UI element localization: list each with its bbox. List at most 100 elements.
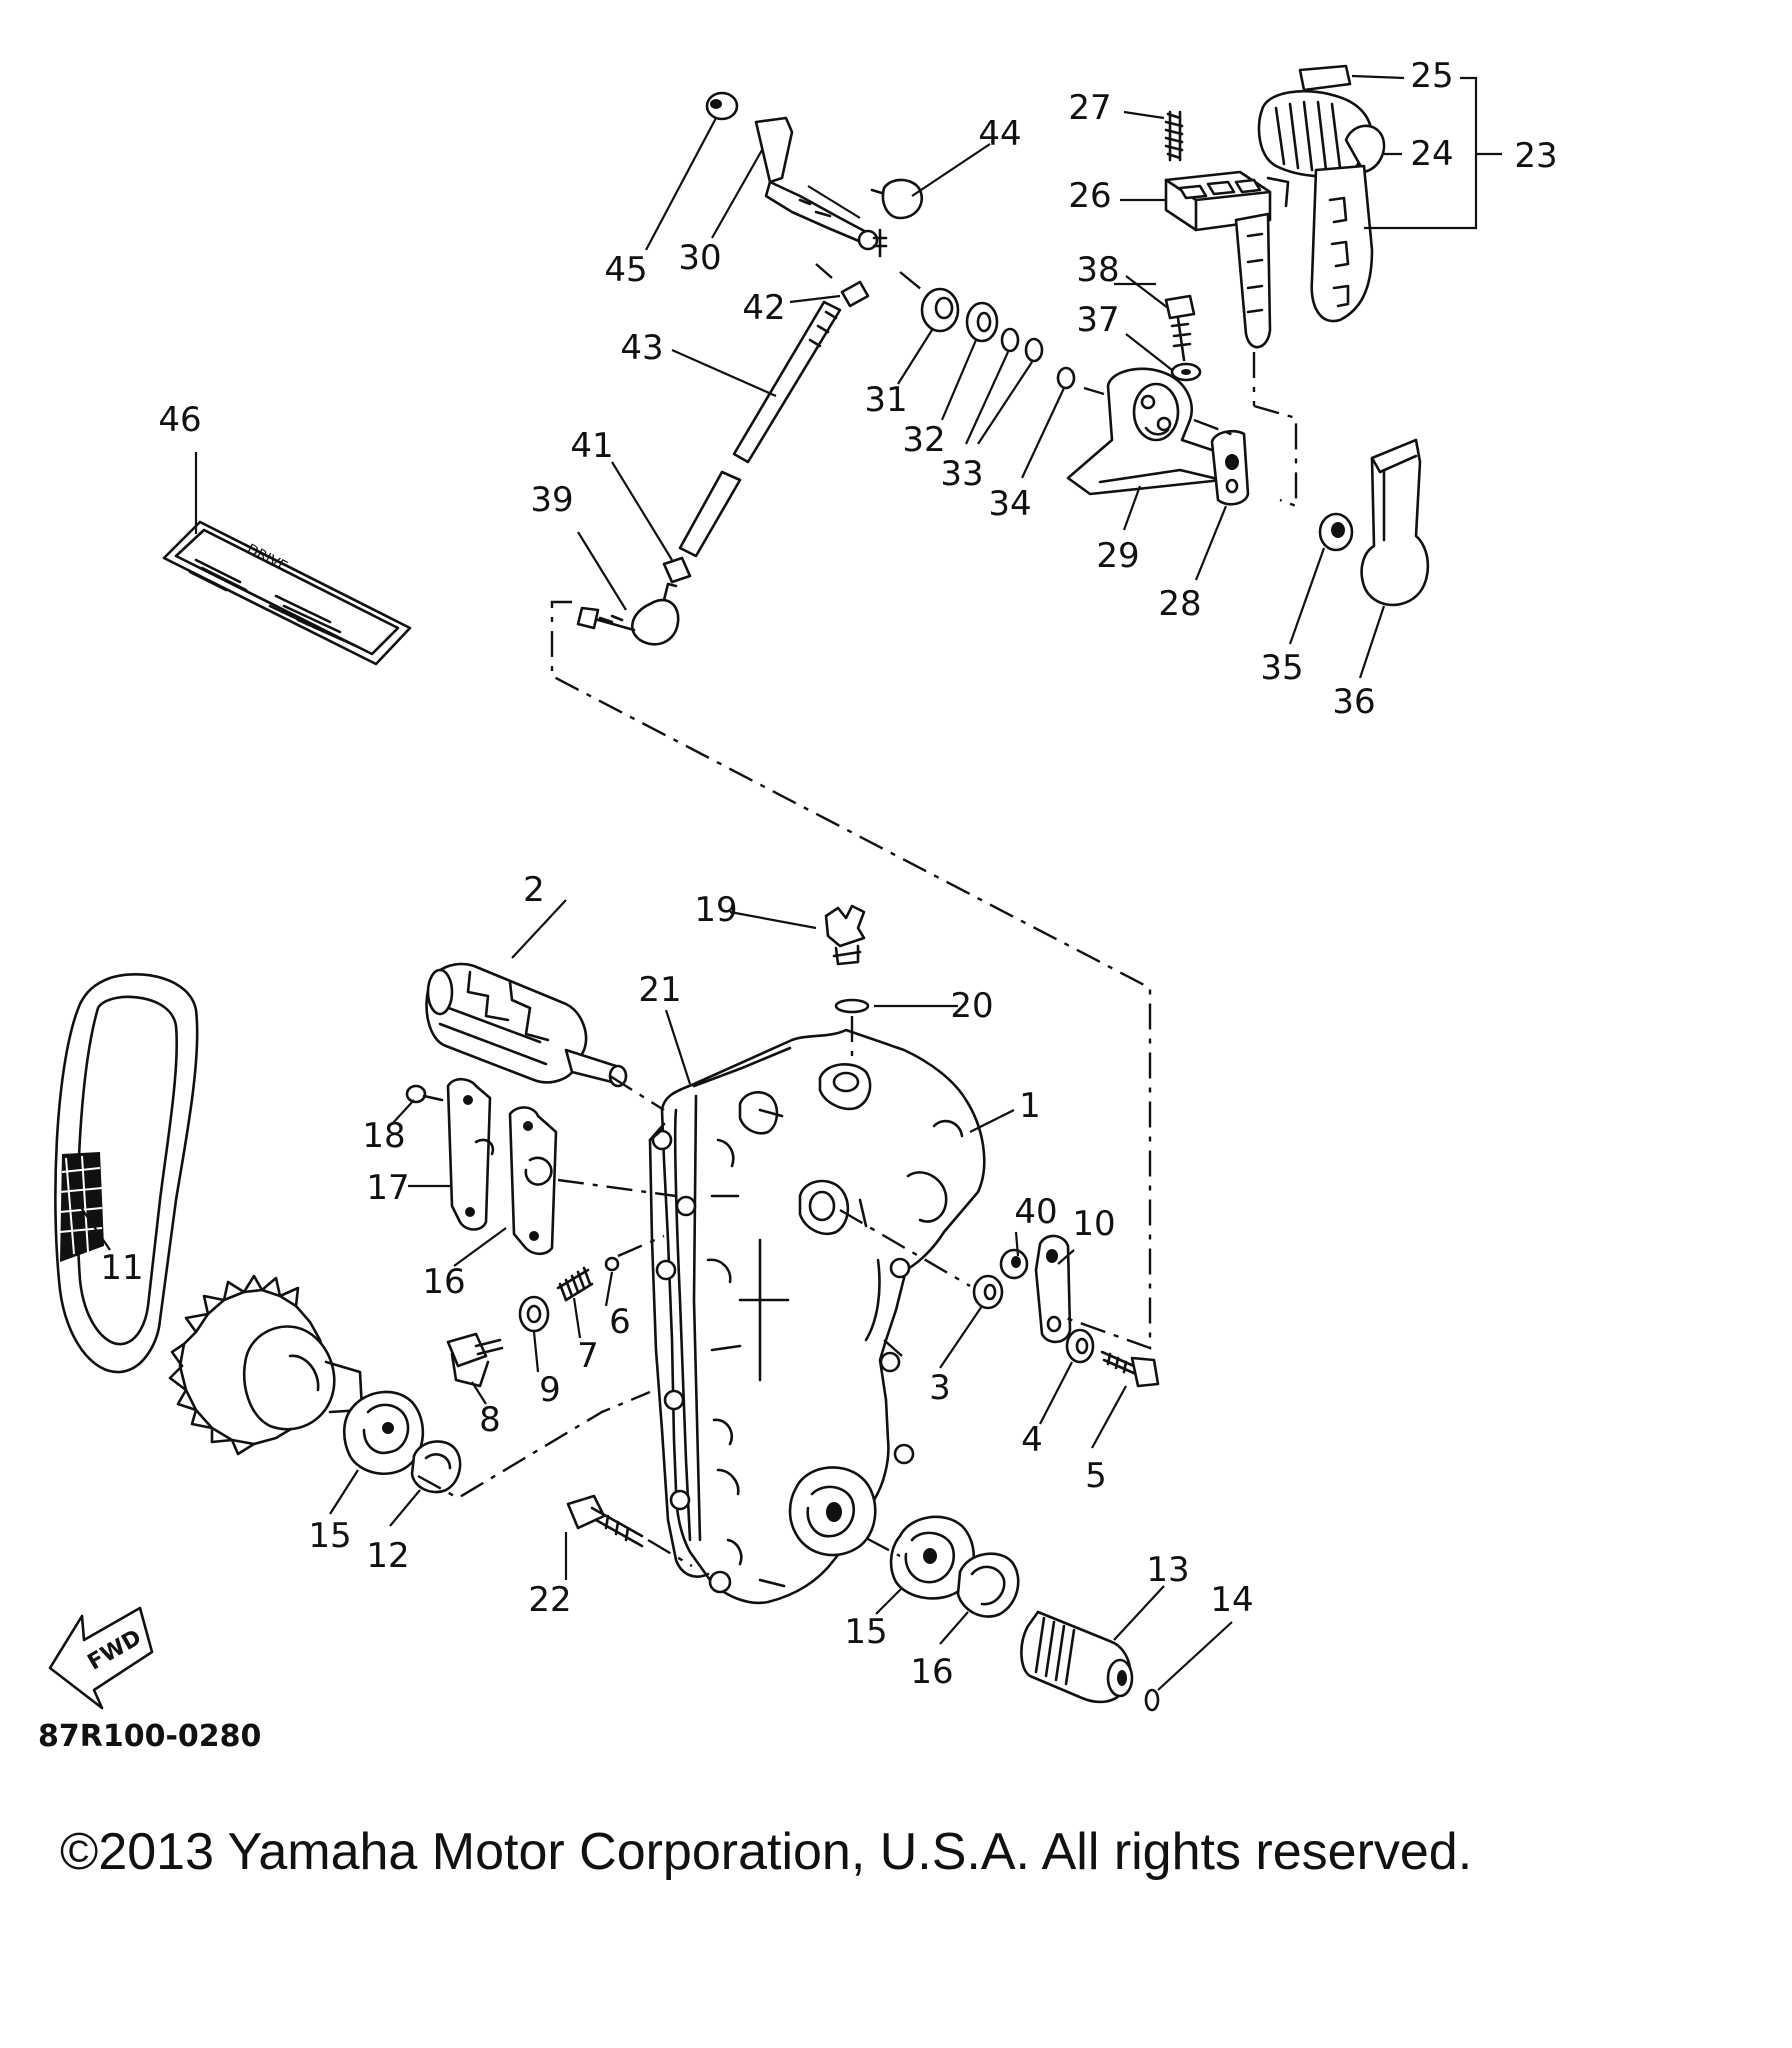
label-7: 7: [577, 1336, 599, 1376]
guide-line: [1253, 404, 1298, 508]
label-43: 42: [742, 288, 785, 328]
label-8: 8: [479, 1400, 501, 1440]
screw-19: [405, 1084, 444, 1104]
shift-rod-44: [678, 300, 842, 558]
guide-line: [557, 1178, 677, 1198]
shift-bracket-30: [1066, 367, 1232, 496]
drive-chain-11: [54, 973, 199, 1374]
label-16: 16: [910, 1652, 953, 1692]
label-24: 23: [1514, 136, 1557, 176]
bolt-23: [566, 1494, 644, 1548]
label-32: 31: [864, 380, 907, 420]
linkage-guide-line: [550, 600, 1152, 1350]
label-20: 19: [694, 890, 737, 930]
label-36: 35: [1260, 648, 1303, 688]
label-42: 41: [570, 426, 613, 466]
guide-line: [899, 271, 923, 291]
washer-3: [972, 1274, 1004, 1310]
bolt-5: [1100, 1350, 1160, 1388]
label-39: 38: [1076, 250, 1119, 290]
washer-9: [518, 1295, 550, 1333]
label-15-right: 15: [844, 1612, 887, 1652]
o-ring-21: [834, 998, 870, 1014]
spring-7: [556, 1266, 594, 1302]
fwd-arrow-icon: FWD: [48, 1606, 154, 1710]
cover-37: [1360, 438, 1430, 607]
label-15-left: 15: [308, 1516, 351, 1556]
label-33: 32: [902, 420, 945, 460]
label-26: [1298, 64, 1352, 92]
washer-38: [1170, 362, 1202, 382]
guide-line: [815, 263, 833, 279]
label-12: 12: [366, 1536, 409, 1576]
sprocket: [168, 1274, 364, 1456]
washer-4: [1065, 1328, 1095, 1364]
label-35: 34: [988, 484, 1031, 524]
collar-36: [1318, 512, 1354, 552]
shift-linkage-assembly: [576, 64, 1430, 646]
guide-line: [865, 1536, 901, 1558]
guide-line: [617, 1234, 665, 1258]
label-44: 43: [620, 328, 663, 368]
bushing-43: [840, 280, 870, 308]
label-25: 24: [1410, 134, 1453, 174]
bolt-8: [446, 1332, 504, 1388]
shift-drum-2: [425, 962, 628, 1088]
label-37: 36: [1332, 682, 1375, 722]
plate-29: [1210, 429, 1250, 506]
label-34: 33: [940, 454, 983, 494]
bolt-39: [1164, 294, 1196, 362]
seal-16: [956, 1552, 1020, 1618]
o-rings-34: [1000, 327, 1044, 363]
decal-47: DRIVE: [162, 520, 412, 666]
label-9: 9: [539, 1370, 561, 1410]
label-31: 30: [678, 238, 721, 278]
output-shaft-13: [1020, 1610, 1134, 1704]
label-3: 3: [929, 1368, 951, 1408]
guide-line: [417, 1390, 651, 1500]
collar-41: [999, 1248, 1029, 1280]
guide-line: [647, 1538, 693, 1568]
label-21: 20: [950, 986, 993, 1026]
plate-17: [508, 1106, 558, 1256]
label-22: 21: [638, 970, 681, 1010]
plate-18: [446, 1077, 495, 1231]
o-ring-14: [1144, 1688, 1160, 1712]
label-38: 37: [1076, 300, 1119, 340]
label-18: 17: [366, 1168, 409, 1208]
ball-joint-40: [576, 582, 680, 646]
collar-32: [920, 287, 960, 333]
ball-6: [604, 1256, 620, 1272]
label-13: 13: [1146, 1550, 1189, 1590]
label-28: 27: [1068, 88, 1111, 128]
label-2: 2: [523, 870, 545, 910]
nut-46: [705, 91, 739, 121]
guide-line: [883, 1339, 903, 1357]
shift-lever-24-assembly: [1257, 89, 1386, 323]
label-1: 1: [1019, 1086, 1041, 1126]
label-11: 11: [100, 1248, 143, 1288]
label-46: 45: [604, 250, 647, 290]
guide-line: [1083, 386, 1105, 396]
label-4: 4: [1021, 1420, 1043, 1460]
part-labels: 25 27 44 24 23 26 30 45 38 42 37 43 46 3…: [100, 56, 1557, 1692]
gasket-22-edge: [648, 1128, 664, 1142]
leader-lines: [79, 74, 1502, 1691]
bearing-15-left: [342, 1390, 425, 1475]
label-6: 6: [609, 1302, 631, 1342]
label-27: 26: [1068, 176, 1111, 216]
washer-33: [965, 301, 999, 343]
guide-line: [1193, 418, 1237, 438]
copyright-notice: ©2013 Yamaha Motor Corporation, U.S.A. A…: [60, 1823, 1473, 1881]
label-26: 25: [1410, 56, 1453, 96]
label-10: 10: [1072, 1204, 1115, 1244]
guide-line: [609, 1074, 665, 1112]
breather-plug-20: [824, 904, 866, 966]
label-41: 40: [1014, 1192, 1057, 1232]
label-29: 28: [1158, 584, 1201, 624]
spring-28: [1164, 110, 1184, 162]
label-17: 16: [422, 1262, 465, 1302]
label-40: 39: [530, 480, 573, 520]
label-19: 18: [362, 1116, 405, 1156]
